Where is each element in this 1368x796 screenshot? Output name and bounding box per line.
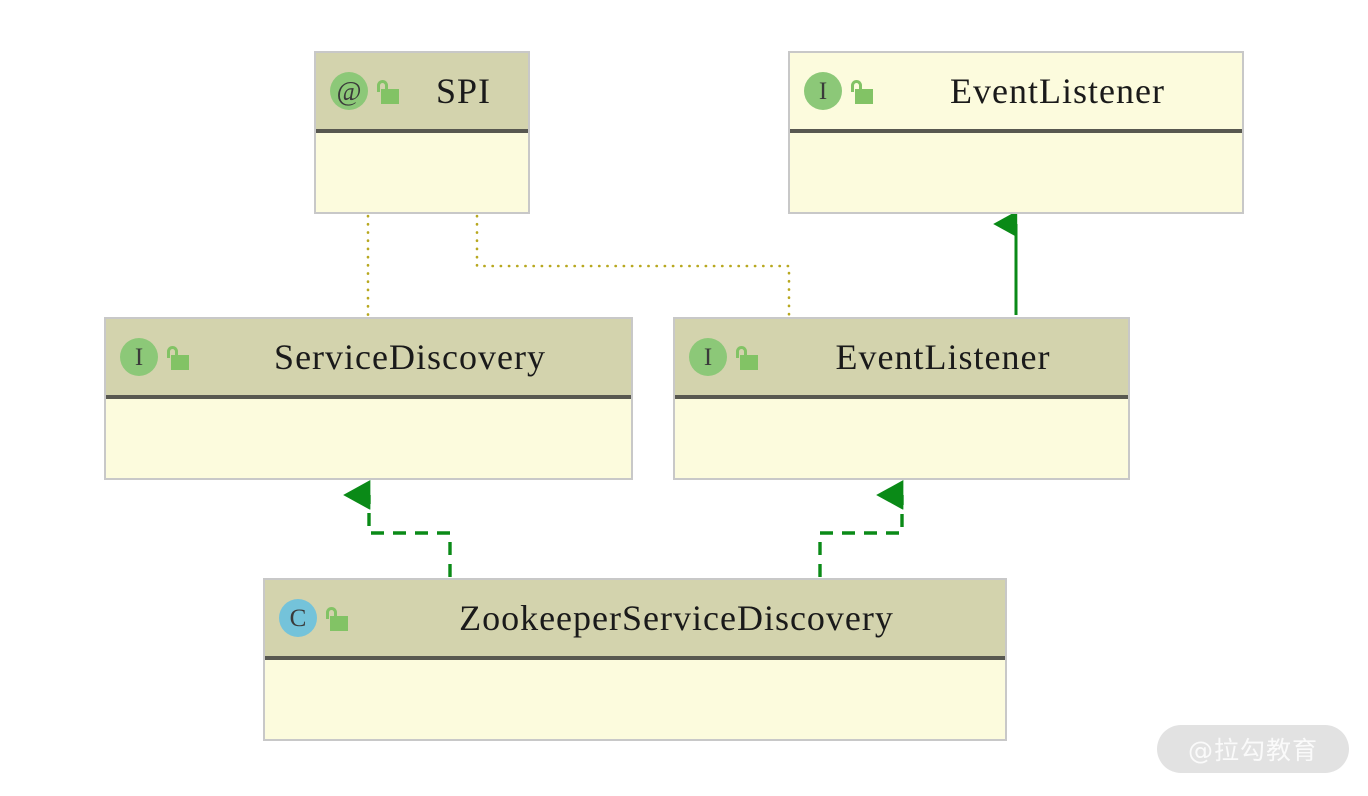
unlocked-padlock-icon [167,344,189,370]
unlocked-padlock-icon [377,78,399,104]
edge-zookeeper-to-service-discovery [369,495,452,577]
watermark: @拉勾教育 [1157,725,1349,773]
uml-node-spi[interactable]: @ SPI [314,51,530,214]
uml-node-event-listener-mid[interactable]: I EventListener [673,317,1130,480]
uml-node-spi-title: SPI [435,71,492,111]
uml-node-event-listener-mid-title: EventListener [835,337,1051,377]
uml-node-spi-header: @ SPI [316,53,528,133]
unlocked-padlock-icon [326,605,348,631]
uml-node-zookeeper-service-discovery[interactable]: C ZookeeperServiceDiscovery [263,578,1007,741]
edge-spi-to-event-listener-mid [475,214,791,317]
unlocked-padlock-icon [851,78,873,104]
uml-node-event-listener-mid-header: I EventListener [675,319,1128,399]
uml-node-event-listener-mid-body [675,399,1128,478]
uml-node-zookeeper-service-discovery-body [265,660,1005,739]
uml-node-event-listener-top-body [790,133,1242,212]
uml-node-spi-body [316,133,528,212]
uml-node-service-discovery-body [106,399,631,478]
interface-badge-icon: I [804,72,842,110]
interface-badge-icon: I [120,338,158,376]
class-badge-icon: C [279,599,317,637]
uml-node-zookeeper-service-discovery-title: ZookeeperServiceDiscovery [459,598,894,638]
uml-node-event-listener-top-title: EventListener [950,71,1165,111]
uml-node-service-discovery-header: I ServiceDiscovery [106,319,631,399]
uml-node-event-listener-top[interactable]: I EventListener [788,51,1244,214]
annotation-badge-icon: @ [330,72,368,110]
uml-node-zookeeper-service-discovery-header: C ZookeeperServiceDiscovery [265,580,1005,660]
interface-badge-icon: I [689,338,727,376]
unlocked-padlock-icon [736,344,758,370]
uml-node-service-discovery-title: ServiceDiscovery [274,337,546,377]
uml-node-service-discovery[interactable]: I ServiceDiscovery [104,317,633,480]
uml-node-event-listener-top-header: I EventListener [790,53,1242,133]
edge-zookeeper-to-event-listener-mid [818,495,904,577]
